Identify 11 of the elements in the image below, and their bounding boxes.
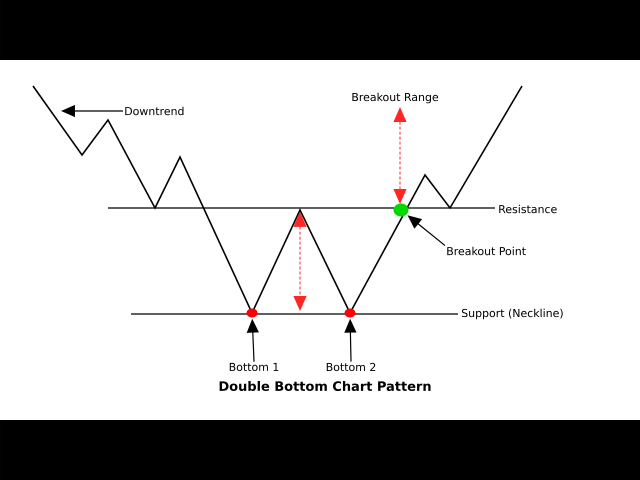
callout-text: Breakout Point [447,246,526,256]
chart-title: Double Bottom Chart Pattern [220,380,431,391]
callout-text: Bottom 1 [230,362,278,372]
callout-text: Bottom 2 [326,362,376,372]
callout-text: Downtrend [125,106,184,116]
line-label: Support (Neckline) [462,308,563,320]
point-marker [344,308,356,318]
point-marker [394,204,408,216]
point-marker [246,308,258,318]
line-label: Breakout Range [352,92,438,104]
line-label: Resistance [499,204,557,214]
